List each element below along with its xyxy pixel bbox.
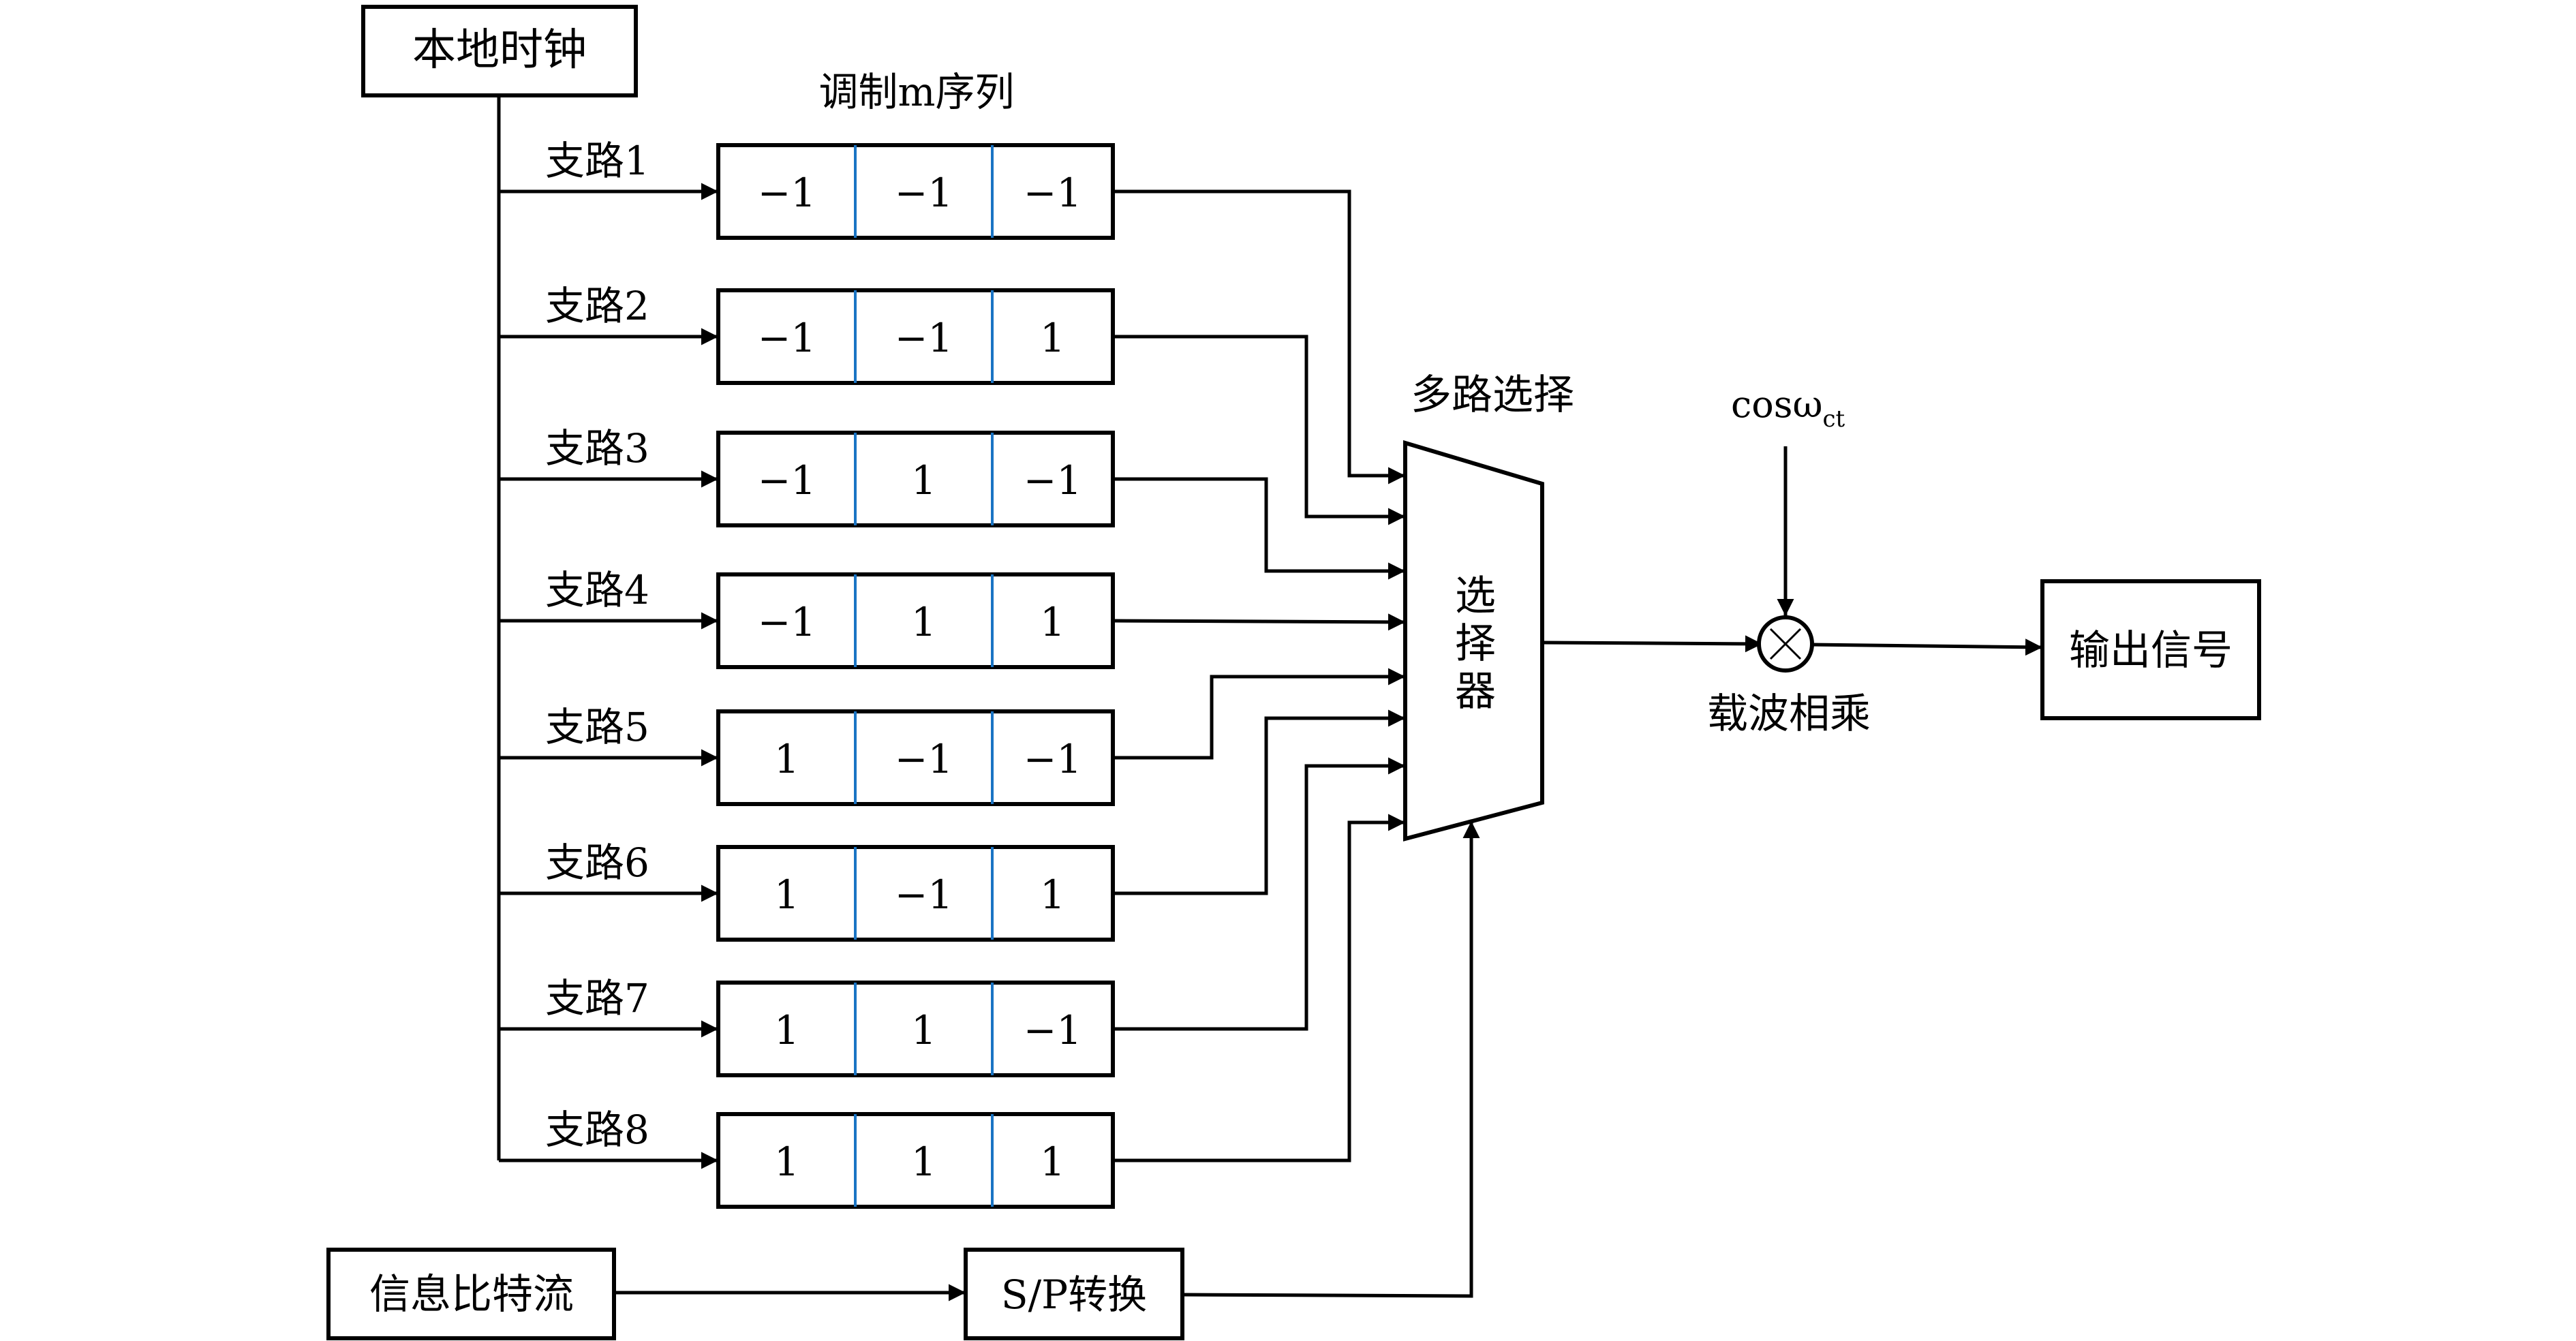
sequence-chip: 1 bbox=[1040, 599, 1065, 645]
sequence-chip: −1 bbox=[758, 315, 816, 361]
branch-3: 支路3 −1 1 −1 bbox=[499, 425, 1405, 580]
info-bitstream-label: 信息比特流 bbox=[369, 1271, 574, 1319]
sequence-register bbox=[716, 572, 1115, 669]
branch-to-mux-wire bbox=[1113, 814, 1405, 1162]
branch-7: 支路7 1 1 −1 bbox=[499, 757, 1405, 1077]
sequence-register bbox=[716, 288, 1115, 385]
mux-output-wire bbox=[1542, 635, 1763, 653]
local-clock-block: 本地时钟 bbox=[361, 5, 638, 97]
sequence-register bbox=[716, 981, 1115, 1077]
branch-to-mux-wire bbox=[1113, 477, 1405, 580]
sequence-chip: −1 bbox=[1024, 1007, 1082, 1053]
sequence-title: 调制m序列 bbox=[819, 69, 1015, 115]
sequence-chip: 1 bbox=[911, 1007, 936, 1053]
sequence-chip: −1 bbox=[1024, 736, 1082, 782]
branch-to-mux-wire bbox=[1113, 757, 1405, 1031]
branch-label: 支路6 bbox=[545, 839, 649, 886]
branch-6: 支路6 1 −1 1 bbox=[499, 709, 1405, 942]
sequence-chip: 1 bbox=[911, 1139, 936, 1185]
sequence-chip: −1 bbox=[895, 170, 953, 216]
branch-to-mux-wire bbox=[1113, 189, 1405, 484]
branch-1: 支路1 −1 −1 −1 bbox=[499, 138, 1405, 484]
output-signal-label: 输出信号 bbox=[2069, 627, 2233, 675]
multiplier-block bbox=[1757, 615, 1814, 673]
output-wire bbox=[1811, 638, 2043, 656]
sequence-chip: −1 bbox=[895, 315, 953, 361]
mux-title: 多路选择 bbox=[1411, 371, 1574, 419]
local-clock-label: 本地时钟 bbox=[412, 25, 587, 76]
mux-label-2: 择 bbox=[1455, 620, 1496, 668]
branch-label: 支路3 bbox=[545, 425, 649, 472]
mux-label-3: 器 bbox=[1455, 668, 1496, 715]
sequence-register bbox=[716, 709, 1115, 806]
branch-label: 支路1 bbox=[545, 138, 649, 184]
sequence-chip: −1 bbox=[758, 599, 816, 645]
sequence-register bbox=[716, 1112, 1115, 1209]
sequence-chip: 1 bbox=[1040, 315, 1065, 361]
sequence-register bbox=[716, 845, 1115, 942]
output-signal-block: 输出信号 bbox=[2040, 579, 2261, 720]
multiplier-label: 载波相乘 bbox=[1707, 690, 1871, 738]
branch-to-mux-wire bbox=[1113, 709, 1405, 895]
sequence-chip: 1 bbox=[911, 457, 936, 504]
branch-label: 支路8 bbox=[545, 1107, 649, 1153]
sequence-chip: 1 bbox=[774, 736, 799, 782]
sequence-chip: −1 bbox=[758, 170, 816, 216]
sequence-chip: 1 bbox=[1040, 872, 1065, 918]
info-bitstream-block: 信息比特流 bbox=[326, 1248, 616, 1340]
sequence-chip: −1 bbox=[1024, 457, 1082, 504]
sequence-chip: 1 bbox=[1040, 1139, 1065, 1185]
sequence-chip: 1 bbox=[774, 1139, 799, 1185]
sequence-chip: −1 bbox=[1024, 170, 1082, 216]
sequence-chip: −1 bbox=[758, 457, 816, 504]
branch-to-mux-wire bbox=[1112, 613, 1406, 631]
mux-label-1: 选 bbox=[1455, 572, 1496, 620]
branch-to-mux-wire bbox=[1113, 335, 1405, 525]
branch-2: 支路2 −1 −1 1 bbox=[499, 283, 1405, 525]
branch-label: 支路5 bbox=[545, 704, 649, 750]
branch-5: 支路5 1 −1 −1 bbox=[499, 668, 1405, 806]
branch-4: 支路4 −1 1 1 bbox=[499, 567, 1406, 669]
branch-label: 支路4 bbox=[545, 567, 649, 613]
mux-selector: 选 择 器 bbox=[1403, 440, 1544, 842]
sequence-chip: −1 bbox=[895, 872, 953, 918]
carrier-label: cosωct bbox=[1731, 383, 1845, 433]
branch-label: 支路7 bbox=[545, 975, 649, 1021]
branches: 支路1 −1 −1 −1 支路2 −1 −1 1 支路3 −1 1 −1 支路4 −1 1 1 支路5 1 −1 −1… bbox=[499, 138, 1406, 1209]
select-control-wire bbox=[1182, 821, 1480, 1298]
branch-label: 支路2 bbox=[545, 283, 649, 329]
sequence-chip: 1 bbox=[911, 599, 936, 645]
sequence-chip: 1 bbox=[774, 1007, 799, 1053]
sp-converter-label: S/P转换 bbox=[1001, 1271, 1147, 1318]
sequence-chip: 1 bbox=[774, 872, 799, 918]
sp-converter-block: S/P转换 bbox=[964, 1248, 1184, 1340]
sequence-chip: −1 bbox=[895, 736, 953, 782]
branch-8: 支路8 1 1 1 bbox=[499, 814, 1405, 1209]
branch-to-mux-wire bbox=[1113, 668, 1405, 760]
